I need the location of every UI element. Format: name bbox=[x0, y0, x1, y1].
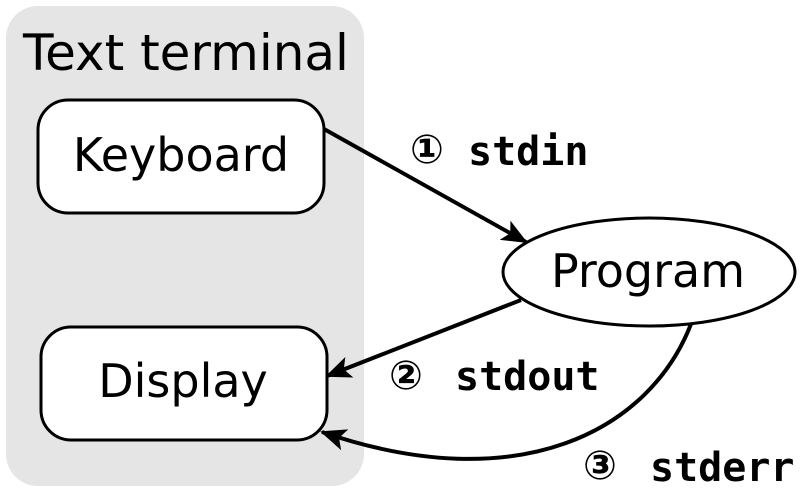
stdout-label: ② stdout bbox=[389, 353, 600, 400]
stdin-name: stdin bbox=[468, 129, 588, 175]
stdout-name: stdout bbox=[455, 354, 600, 400]
stdout-arrow bbox=[325, 298, 522, 378]
keyboard-node: Keyboard bbox=[36, 98, 326, 215]
display-label: Display bbox=[98, 354, 268, 408]
stdin-number: ① bbox=[410, 127, 444, 173]
terminal-title: Text terminal bbox=[22, 24, 349, 82]
stdin-label: ① stdin bbox=[410, 127, 588, 175]
display-box bbox=[39, 325, 329, 442]
program-ellipse bbox=[501, 216, 797, 328]
stdin-arrow bbox=[323, 127, 528, 244]
keyboard-box bbox=[36, 98, 326, 215]
keyboard-label: Keyboard bbox=[73, 128, 289, 182]
stderr-arrow bbox=[320, 323, 693, 461]
stderr-label: ③ stderr bbox=[583, 443, 795, 491]
display-node: Display bbox=[39, 325, 329, 442]
program-node: Program bbox=[501, 216, 797, 328]
stderr-number: ③ bbox=[583, 443, 617, 489]
stderr-name: stderr bbox=[650, 445, 795, 491]
stdout-number: ② bbox=[389, 353, 423, 399]
program-label: Program bbox=[551, 244, 745, 298]
